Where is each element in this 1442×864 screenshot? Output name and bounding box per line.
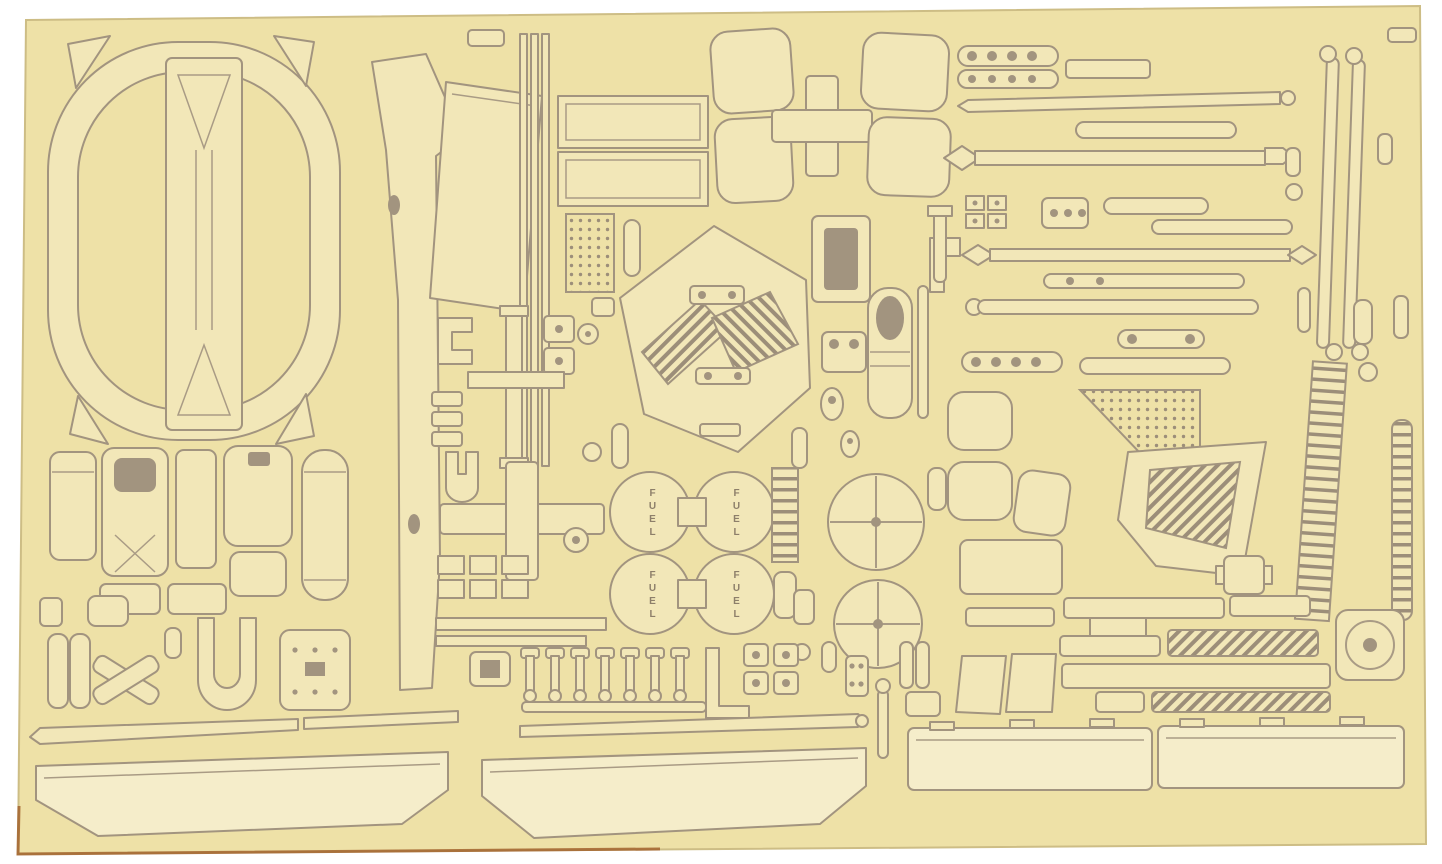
cross-assembly-group (435, 461, 607, 647)
mesh-screen-part (565, 213, 615, 293)
louver-slats-right (710, 290, 800, 374)
center-left-brackets-group (431, 305, 629, 503)
engine-grille-hexagon-group (619, 225, 811, 453)
bottom-plate-left (907, 727, 1153, 791)
clip-row-group (469, 641, 930, 759)
striped-panel-part (1144, 460, 1242, 550)
fuel-caps-group (609, 467, 799, 635)
cross-and-guards-group (709, 27, 952, 303)
sheet-edge (16, 805, 661, 856)
hull-ring-part-group (47, 35, 341, 445)
u-channel-part (197, 617, 257, 711)
fuel-cap-label: FUEL (647, 570, 658, 622)
left-parts-group (49, 445, 349, 615)
ladder-strip-part (1293, 360, 1348, 623)
x-bracket-part (92, 654, 160, 706)
rods-and-chains-group (927, 27, 1417, 375)
lower-left-parts-group (39, 595, 351, 711)
muffler-group (791, 237, 961, 469)
fender-left-part (35, 751, 449, 837)
bottom-right-parts-group (905, 595, 1405, 791)
top-middle-plates-group (429, 29, 709, 467)
fuel-cap-label: FUEL (647, 488, 658, 540)
right-middle-parts-group (947, 295, 1413, 715)
fender-parts-group (29, 710, 867, 839)
fuel-cap-label: FUEL (731, 488, 742, 540)
bottom-plate-right (1157, 725, 1405, 789)
fuel-cap-label: FUEL (731, 570, 742, 622)
fender-center-part (481, 747, 867, 839)
